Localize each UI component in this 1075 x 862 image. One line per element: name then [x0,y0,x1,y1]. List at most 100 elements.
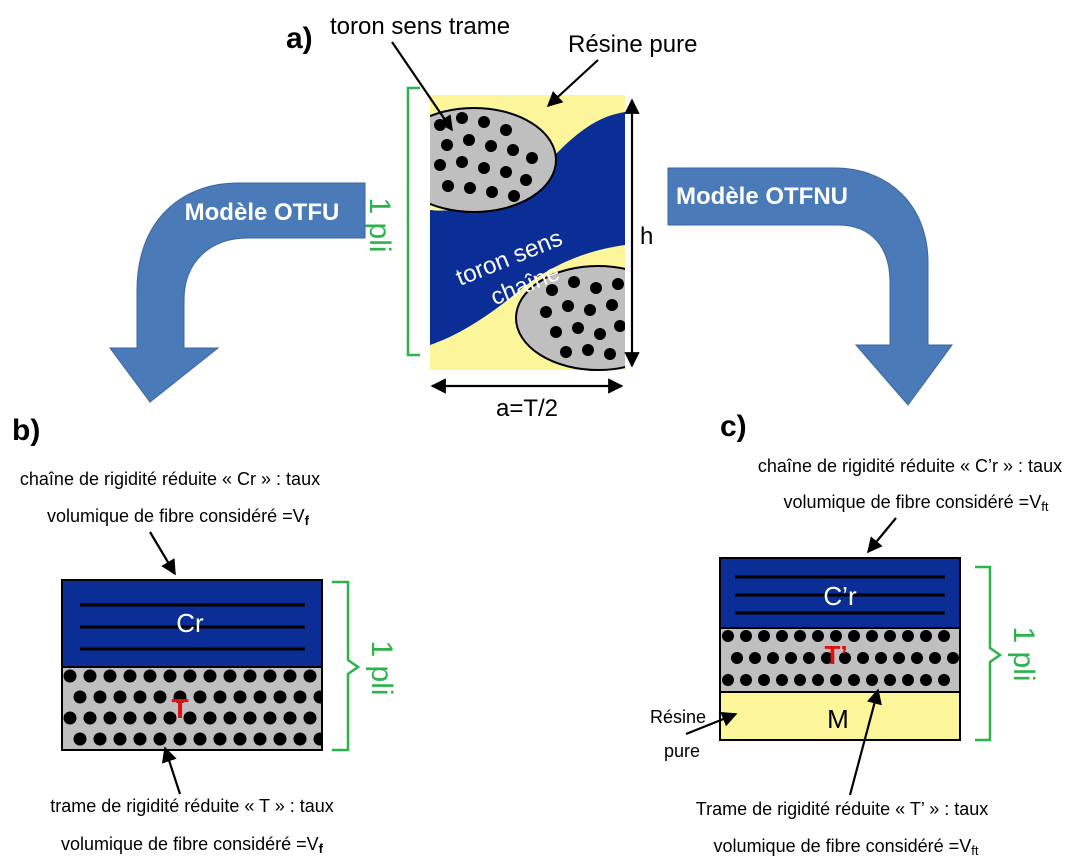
fibre-dot [947,652,959,664]
c-fibres [722,630,959,686]
resin-pointer [546,59,599,108]
b-bottom-note-1: trame de rigidité réduite « T » : taux [50,796,334,816]
fibre-dot [920,674,932,686]
fibres-bottom [540,276,625,360]
fibre-dot [233,732,247,746]
fibre-dot [590,282,602,294]
fibre-dot [767,652,779,664]
fibre-dot [731,652,743,664]
fibre-dot [540,306,552,318]
fibre-dot [839,652,851,664]
fibre-dot [203,711,217,725]
fibre-dot [203,669,217,683]
fibre-dot [441,139,453,151]
fibre-dot [848,630,860,642]
c-top-note-1: chaîne de rigidité réduite « C’r » : tau… [758,456,1062,476]
fibre-dot [866,630,878,642]
left-model-arrow: Modèle OTFU [109,182,366,403]
c-t-label: T’ [824,640,847,670]
b-top-note-1: chaîne de rigidité réduite « Cr » : taux [20,469,320,489]
fibre-dot [253,690,267,704]
fibre-dot [113,690,127,704]
fibre-dot [183,669,197,683]
fibre-dot [758,630,770,642]
fibre-dot [83,669,97,683]
fibre-dot [153,732,167,746]
fibre-dot [560,346,572,358]
b-cr-label: Cr [176,608,204,638]
right-model-arrow: Modèle OTFNU [667,167,953,406]
b-t-label: T [171,693,188,724]
fibre-dot [173,732,187,746]
fibre-dot [193,690,207,704]
fibre-dot [594,328,606,340]
fibre-dot [920,630,932,642]
weft-yarn-label: toron sens trame [330,13,510,40]
fibre-dot [740,630,752,642]
fibre-dot [283,711,297,725]
fibre-dot [213,690,227,704]
fibre-dot [572,322,584,334]
c-cr-label: C’r [823,581,857,611]
fibre-dot [456,112,468,124]
fibre-dot [73,690,87,704]
fibre-dot [464,182,476,194]
b-top-pointer [149,531,176,576]
panel-c: c) chaîne de rigidité réduite « C’r » : … [650,410,1062,858]
fibre-dot [929,652,941,664]
fibre-dot [303,669,317,683]
weft-yarn-pointer [391,41,453,132]
fibre-dot [273,690,287,704]
fibre-dot [293,732,307,746]
fibre-dot [486,186,498,198]
fibre-dot [223,669,237,683]
fibre-dot [103,669,117,683]
panel-a: a) toron sens chaîne toron sens trame Ré… [286,13,697,422]
fibre-dot [442,180,454,192]
fibre-dot [507,144,519,156]
fibre-dot [485,140,497,152]
right-model-label: Modèle OTFNU [676,183,848,210]
fibre-dot [857,652,869,664]
fibre-dot [902,630,914,642]
left-model-label: Modèle OTFU [185,199,340,226]
resin-label: Résine pure [568,31,697,58]
fibre-dot [83,711,97,725]
fibre-dot [722,674,734,686]
c-resin-pointer [685,711,738,736]
fibre-dot [776,630,788,642]
fibre-dot [163,669,177,683]
fibre-dot [500,124,512,136]
fibre-dot [604,348,616,360]
fibre-dot [303,711,317,725]
fibre-dot [812,630,824,642]
fibre-dot [133,690,147,704]
fibre-dot [938,630,950,642]
fibre-dot [283,669,297,683]
fibre-dot [183,711,197,725]
fibre-dot [612,278,624,290]
fibre-dot [478,116,490,128]
ply-label-a: 1 pli [363,197,396,252]
fibre-dot [938,674,950,686]
ply-brace-c [975,565,1003,742]
c-top-note-2: volumique de fibre considéré =Vft [784,492,1049,514]
c-bottom-note-2: volumique de fibre considéré =Vft [714,836,979,858]
fibre-dot [606,299,618,311]
fibre-dot [223,711,237,725]
c-top-pointer [867,517,897,554]
ply-brace-b [332,580,361,752]
fibre-dot [313,690,322,704]
fibre-dot [273,732,287,746]
fibre-dot [243,669,257,683]
b-bottom-note-2: volumique de fibre considéré =Vf [61,834,324,856]
fibre-dot [73,732,87,746]
fibre-dot [821,652,833,664]
fibre-dot [163,711,177,725]
fibre-dot [263,711,277,725]
fibre-dot [722,630,734,642]
c-bottom-note-1: Trame de rigidité réduite « T’ » : taux [696,799,988,819]
fibre-dot [508,190,520,202]
fibre-dot [233,690,247,704]
weft-yarn-top [430,107,557,213]
